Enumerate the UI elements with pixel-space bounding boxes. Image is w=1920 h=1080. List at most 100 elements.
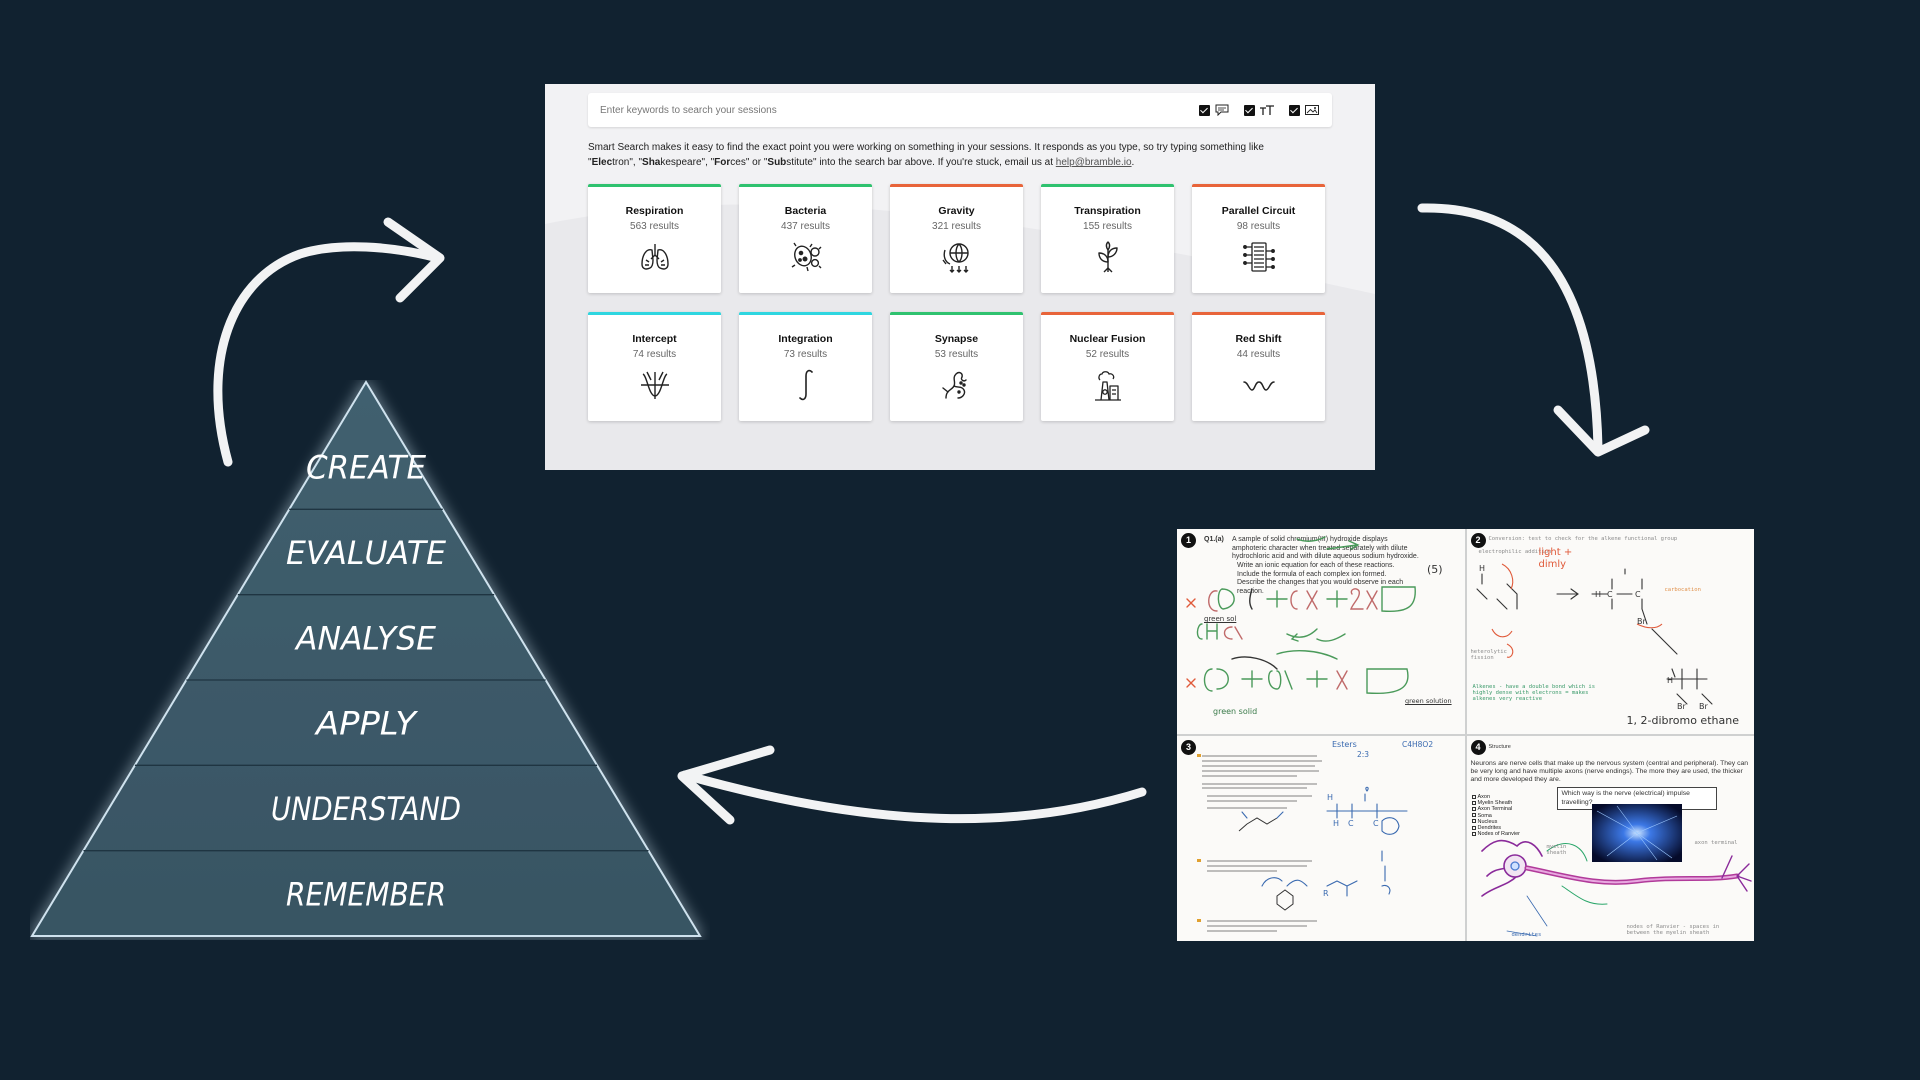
atom-c: C xyxy=(1348,819,1354,828)
filter-images[interactable] xyxy=(1289,104,1320,116)
atom-h: H xyxy=(1327,793,1333,802)
mono-note-heterolytic-fission: heterolytic fission xyxy=(1470,649,1507,661)
example-substitute-rest: stitute xyxy=(786,157,813,168)
speech-bubble-icon xyxy=(1215,104,1229,116)
part-checkbox xyxy=(1471,825,1476,830)
part-label: Axon Terminal xyxy=(1477,806,1513,813)
intro-quote: ", " xyxy=(629,157,643,168)
atom-h: H xyxy=(1479,564,1485,573)
filter-handwriting[interactable] xyxy=(1199,104,1230,116)
topic-count: 53 results xyxy=(934,349,979,360)
intro-quote: " or " xyxy=(745,157,768,168)
arrow-to-pyramid-head xyxy=(677,745,775,825)
nuclear-plant-icon xyxy=(1094,371,1121,401)
neuron-part-item: Axon xyxy=(1471,794,1521,800)
arrow-to-search-head xyxy=(383,217,445,303)
blooms-taxonomy-pyramid: CREATEEVALUATEANALYSEAPPLYUNDERSTANDREME… xyxy=(30,380,702,937)
topic-title: Transpiration xyxy=(1074,205,1141,217)
topic-count: 74 results xyxy=(632,349,677,360)
pyramid-shape xyxy=(30,380,702,937)
mono-note-conversion: Conversion: test to check for the alkene… xyxy=(1488,536,1678,542)
topic-title: Integration xyxy=(778,333,833,345)
topic-title: Intercept xyxy=(632,333,677,345)
topic-count: 437 results xyxy=(781,221,830,232)
synapse-icon xyxy=(941,371,967,399)
note-thumbnail-2[interactable]: 2 Conversion: test to check for the alke… xyxy=(1466,529,1754,734)
mono-note-carbocation: carbocation xyxy=(1664,587,1701,593)
filter-handwriting-checkbox[interactable] xyxy=(1199,104,1210,116)
neuron-part-item: Nodes of Ranvier xyxy=(1471,831,1520,837)
topic-title: Respiration xyxy=(625,205,684,217)
intro-text: Smart Search makes it easy to find the e… xyxy=(588,142,1264,153)
search-filters xyxy=(1199,104,1320,116)
mono-label-dendrites: dendrites xyxy=(1511,932,1542,938)
example-forces-rest: ces xyxy=(730,157,746,168)
filter-text[interactable] xyxy=(1244,104,1275,116)
globe-gravity-icon xyxy=(941,243,969,273)
handwritten-note-green-sol: green sol xyxy=(1204,615,1237,623)
handwritten-mechanism: H H C C Br H Br Br xyxy=(1475,563,1713,711)
topic-card-intercept[interactable]: Intercept 74 results xyxy=(588,312,721,421)
part-label: Axon xyxy=(1477,794,1491,800)
topic-card-transpiration[interactable]: Transpiration 155 results xyxy=(1041,184,1174,293)
handwritten-formula: C4H8O2 xyxy=(1402,740,1434,749)
note-thumbnail-3[interactable]: 3 H C C xyxy=(1177,736,1465,941)
topic-card-synapse[interactable]: Synapse 53 results xyxy=(890,312,1023,421)
mono-note-alkenes: Alkenes - have a double bond which is hi… xyxy=(1472,684,1596,702)
notes-thumbnails: 1 Q1.(a) A sample of solid chromium(III)… xyxy=(1177,529,1754,941)
note-thumbnail-1[interactable]: 1 Q1.(a) A sample of solid chromium(III)… xyxy=(1177,529,1465,734)
topic-count: 98 results xyxy=(1236,221,1281,232)
mono-label-nodes-of-ranvier: nodes of Ranvier - spaces in between the… xyxy=(1626,924,1720,936)
support-email-link[interactable]: help@bramble.io xyxy=(1055,157,1132,168)
part-checkbox xyxy=(1471,813,1476,818)
pyramid-level-understand: UNDERSTAND xyxy=(271,790,461,828)
example-electron-bold: Elec xyxy=(591,157,613,168)
search-input[interactable] xyxy=(600,104,1199,116)
part-checkbox xyxy=(1471,800,1476,805)
example-forces-bold: For xyxy=(714,157,731,168)
part-checkbox xyxy=(1471,831,1476,836)
atom-c: C xyxy=(1373,819,1379,828)
circuit-icon xyxy=(1242,242,1275,272)
topic-card-red-shift[interactable]: Red Shift 44 results xyxy=(1192,312,1325,421)
topic-card-respiration[interactable]: Respiration 563 results xyxy=(588,184,721,293)
example-substitute-bold: Sub xyxy=(767,157,787,168)
intro-tail: " into the search bar above. If you're s… xyxy=(812,157,1056,168)
part-label: Nucleus xyxy=(1477,818,1498,825)
marks-label: (5) xyxy=(1427,563,1443,576)
neuron-diagram xyxy=(1480,804,1752,937)
pyramid-level-create: CREATE xyxy=(306,449,427,487)
topic-card-integration[interactable]: Integration 73 results xyxy=(739,312,872,421)
note-thumbnail-4[interactable]: 4 Structure Neurons are nerve cells that… xyxy=(1466,736,1754,941)
pyramid-level-evaluate: EVALUATE xyxy=(286,534,447,572)
arrow-to-pyramid xyxy=(680,770,1147,824)
intro-quote: ", " xyxy=(701,157,715,168)
pyramid-level-apply: APPLY xyxy=(314,705,419,743)
graph-intercept-icon xyxy=(640,371,669,399)
topic-count: 563 results xyxy=(630,221,679,232)
atom-h: H xyxy=(1333,819,1339,828)
topic-grid: Respiration 563 results Bacteria 437 res… xyxy=(588,184,1325,421)
topic-card-bacteria[interactable]: Bacteria 437 results xyxy=(739,184,872,293)
filter-text-checkbox[interactable] xyxy=(1244,104,1255,116)
topic-card-gravity[interactable]: Gravity 321 results xyxy=(890,184,1023,293)
topic-card-nuclear-fusion[interactable]: Nuclear Fusion 52 results xyxy=(1041,312,1174,421)
topic-count: 52 results xyxy=(1085,349,1130,360)
neuron-part-item: Nucleus xyxy=(1471,818,1521,825)
handwritten-esters: Esters xyxy=(1332,740,1357,749)
text-size-icon xyxy=(1260,105,1274,115)
mono-label-myelin-sheath: myelin sheath xyxy=(1546,844,1567,856)
question-part-a: Write an ionic equation for each of thes… xyxy=(1237,562,1395,578)
part-checkbox xyxy=(1471,794,1476,799)
mono-note-electrophilic-addition: electrophilic addition xyxy=(1478,549,1552,555)
topic-title: Parallel Circuit xyxy=(1221,205,1296,217)
smart-search-panel: Smart Search makes it easy to find the e… xyxy=(545,84,1375,470)
arrow-to-notes-head xyxy=(1553,405,1650,457)
filter-images-checkbox[interactable] xyxy=(1289,104,1300,116)
topic-title: Nuclear Fusion xyxy=(1069,333,1146,345)
handwritten-chemistry-equations xyxy=(1186,536,1416,695)
note-heading: Structure xyxy=(1488,744,1511,750)
topic-card-parallel-circuit[interactable]: Parallel Circuit 98 results xyxy=(1192,184,1325,293)
